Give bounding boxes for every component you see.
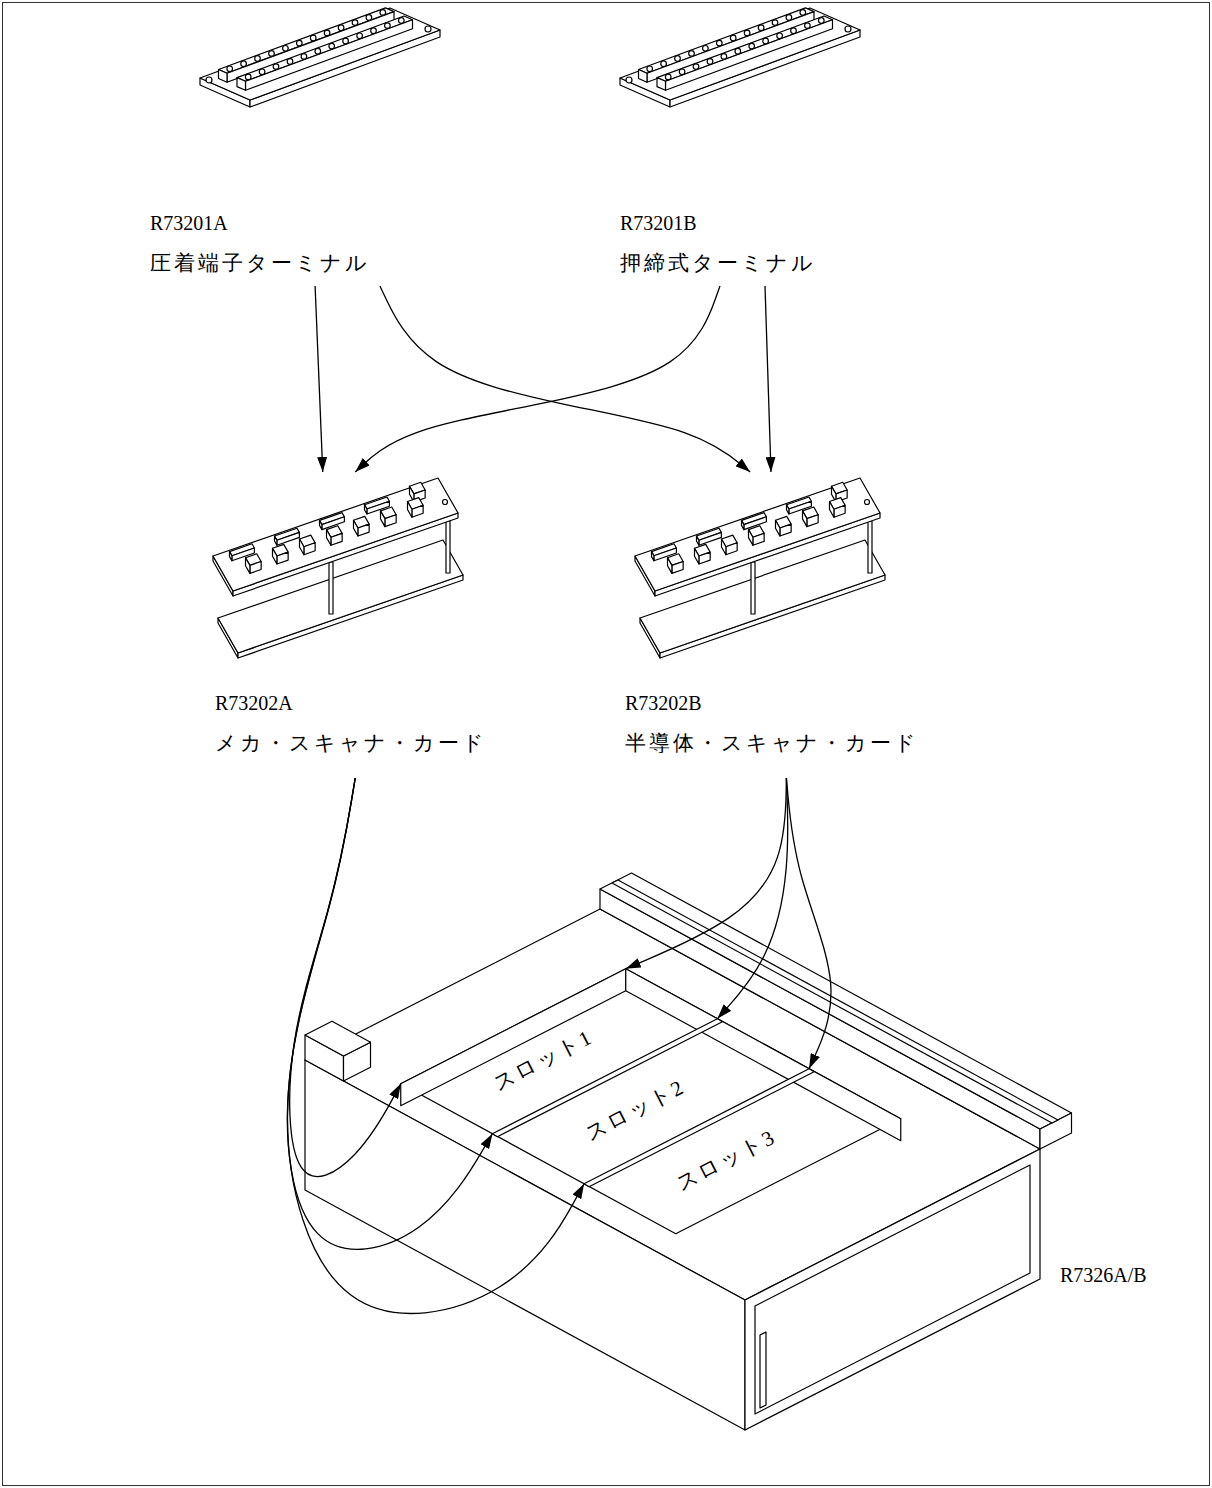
part-number: R73202B <box>625 690 702 716</box>
slot-label: スロット3 <box>673 1125 781 1196</box>
slot: スロット2 <box>492 1019 809 1184</box>
scanner-card: R73202B 半導体・スキャナ・カード <box>623 472 925 778</box>
connector-arrow <box>786 778 831 1069</box>
card-drawing <box>213 478 463 658</box>
terminal-board-drawing <box>200 8 440 107</box>
scanner-card: R73202A メカ・スキャナ・カード <box>213 472 493 778</box>
part-name: 押締式ターミナル <box>620 248 816 278</box>
panel-slit <box>760 1332 766 1408</box>
connector-arrow <box>765 286 771 472</box>
connector-arrow <box>355 286 720 472</box>
card-drawing <box>635 478 885 658</box>
part-name: メカ・スキャナ・カード <box>215 728 487 758</box>
part-name: 半導体・スキャナ・カード <box>625 728 919 758</box>
rear-bar-face <box>600 889 1040 1149</box>
connector-arrow <box>717 778 787 1019</box>
slot: スロット1 <box>401 969 718 1134</box>
frame <box>3 3 1210 1486</box>
drawings <box>200 8 1072 1430</box>
panel-bezel <box>755 1165 1030 1414</box>
front-panel <box>745 1149 1040 1430</box>
part-number: R73201B <box>620 210 697 236</box>
terminal-board: R73201A 圧着端子ターミナル <box>148 5 448 286</box>
slot-label: スロット2 <box>581 1075 689 1146</box>
mainframe: R7326A/B スロット1スロット2スロット3 <box>300 865 1160 1445</box>
terminal-board-drawing <box>620 8 860 107</box>
part-number: R73201A <box>150 210 228 236</box>
post-top <box>305 1021 371 1056</box>
connector-arrow <box>380 286 750 472</box>
mainframe-drawing <box>305 873 1072 1430</box>
part-number: R7326A/B <box>1060 1262 1147 1288</box>
connector-arrow <box>315 286 323 472</box>
connector-arrow <box>287 778 584 1313</box>
slot-label: スロット1 <box>489 1025 597 1096</box>
side-face <box>305 1060 745 1430</box>
connector-arrow <box>287 778 492 1249</box>
connector-arrow <box>626 778 787 969</box>
terminal-board: R73201B 押締式ターミナル <box>618 5 918 286</box>
slot: スロット3 <box>584 1069 901 1234</box>
part-name: 圧着端子ターミナル <box>150 248 370 278</box>
part-number: R73202A <box>215 690 293 716</box>
